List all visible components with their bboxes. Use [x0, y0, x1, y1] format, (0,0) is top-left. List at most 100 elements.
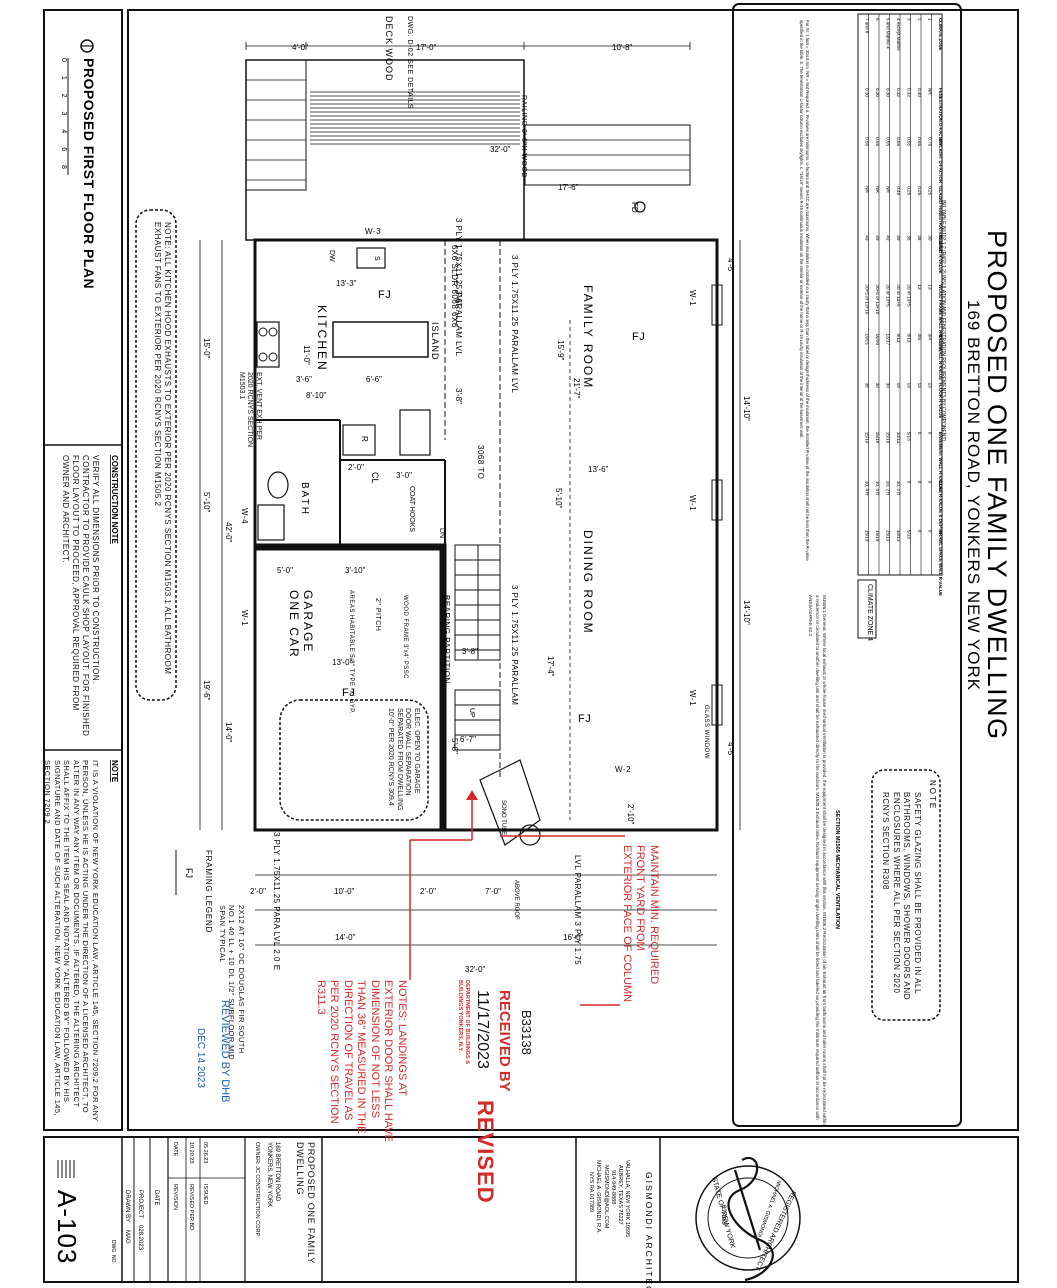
floor-plan [199, 42, 741, 946]
left-note-strip [43, 9, 123, 1131]
architect-line-6: NYS RA 017389 [588, 1172, 594, 1212]
dim-r2: 14'-10" [742, 600, 751, 625]
dim-k1: 13'-3" [336, 279, 357, 288]
energy-table-cell: 0.55 [875, 137, 880, 146]
energy-table-cell: 5 and Marine 4 [885, 18, 890, 49]
dim-g2: 3'-10" [345, 566, 366, 575]
dim-bot-5: 14'-0" [335, 933, 356, 942]
energy-table-cell: 0.25 [906, 186, 911, 195]
energy-table-cell: 0.25 [927, 186, 932, 195]
energy-table-cell: 38 [906, 235, 911, 241]
dim-g5: 17'-4" [546, 656, 555, 677]
vanity [257, 504, 285, 541]
energy-table-header: FLOOR R-VALUE [938, 383, 943, 419]
dwg-number: A-103 [52, 1190, 82, 1264]
revised-stamp: REVISED [473, 1100, 498, 1204]
glass-window-label: GLASS WINDOW [703, 705, 709, 759]
energy-table-cell: 38 [917, 235, 922, 241]
dim-g1: 5'-0" [277, 566, 293, 575]
energy-table-cell: 8/13 [906, 334, 911, 343]
stairs-up-label: UP [468, 708, 475, 718]
elec-garage-note: ELEC. OPEN TO GARAGE DOOR WALL SEPARATIO… [387, 708, 421, 811]
architect-line-3: 914-949-8888 [610, 1170, 616, 1204]
reviewed-by-label: REVIEWED BY DHB [219, 1000, 231, 1103]
sono-tube-label: SONO TUBE [500, 800, 506, 835]
energy-table-cell: 5/13 [906, 432, 911, 441]
energy-table-cell: 3/4 [927, 334, 932, 341]
energy-table-cell: 0.40 [896, 186, 901, 195]
glazing-note-heading: NOTE [928, 780, 937, 810]
dim-bot-6: 16'-0" [563, 933, 584, 942]
energy-table-cell: 49 [875, 235, 880, 241]
energy-table-cell: 4 except Marine [896, 18, 901, 51]
energy-table-cell: 7 and 8 [864, 18, 869, 34]
window-w2: W-2 [615, 765, 631, 774]
dim-k5: 8'-10" [306, 391, 327, 400]
energy-table-cell: 20+5 or 13+10 [875, 284, 880, 314]
energy-table-cell: 0 [906, 481, 911, 484]
energy-table-cell: 10/13 [896, 432, 901, 444]
architect-line-5: MICHAEL A. GISMONDI, R.A. [595, 1160, 601, 1234]
dim-bot-2: 10'-0" [334, 887, 355, 896]
energy-table-cell: 49 [864, 235, 869, 241]
energy-table-cell: 0.55 [864, 137, 869, 146]
revision-2-text: ISSUED [202, 1184, 208, 1205]
pitch-label: 2" PITCH [374, 598, 381, 631]
fj-dining: FJ [578, 713, 591, 725]
energy-table-cell: 13 [917, 284, 922, 290]
deck-stairs [245, 59, 307, 191]
drawing-title: PROPOSED ONE FAMILY DWELLING [982, 230, 1012, 741]
energy-table-cell: 19 [906, 383, 911, 389]
energy-table-cell: 0.32 [896, 88, 901, 97]
energy-table-cell: 0 [927, 530, 932, 533]
drawn-by-label: DRAWN BY [124, 1190, 130, 1222]
energy-table-cell: 15/19 [885, 432, 890, 444]
dim-left-5: 14'-0" [224, 722, 233, 743]
plan-title: PROPOSED FIRST FLOOR PLAN [81, 58, 97, 289]
dim-r3: 4'-5" [726, 258, 735, 274]
energy-panel-border [732, 3, 962, 1127]
seal-number: 017389 [720, 1205, 726, 1226]
energy-table-header: MASS WALL R-VALUE [938, 334, 943, 381]
beam-label-5: LVL PARALLAM 3 PLY 1.75 [573, 855, 582, 965]
title-block [43, 1136, 1019, 1283]
energy-table-cell: 15/20 [875, 334, 880, 346]
energy-table-cell: 15/19 [885, 530, 890, 542]
areas-habitable-label: AREAS HABITABLE 5/8" TYPE 'X' GYP. [348, 590, 354, 714]
dwg-number-label: DWG. NO. [110, 1240, 116, 1264]
architect-line-1: VALHALLA, NEW YORK 10595 [624, 1160, 630, 1237]
closet-label: CL [370, 472, 380, 484]
revision-heading: REVISION [172, 1184, 178, 1210]
energy-table-title: [N1 TABLE N1102.1.2 (R402.1.2) INSULATIO… [940, 200, 946, 442]
energy-table-cell: 15/19 [875, 432, 880, 444]
dim-g4: 3'-8" [462, 647, 478, 656]
energy-table-cell: 0.30 [864, 88, 869, 97]
titleblock-project-name: PROPOSED ONE FAMILY DWELLING [295, 1142, 316, 1264]
kitchen-exhaust-note: NOTE: ALL KITCHEN HOOD EXHAUSTS TO EXTER… [135, 209, 177, 701]
permit-number: B33138 [519, 1010, 534, 1055]
plan-title-group: PROPOSED FIRST FLOOR PLAN 0 1 2 3 4 6 8 [60, 39, 97, 289]
energy-table-cell: 0.75 [927, 137, 932, 146]
energy-table-cell: 0 [917, 432, 922, 435]
dim-left-4: 19'-6" [202, 680, 211, 701]
energy-table-cell: 20 or 13+5 [885, 284, 890, 307]
dim-left-2: 5'-10" [202, 492, 211, 513]
kitchen-label: KITCHEN [315, 305, 329, 372]
family-room-label: FAMILY ROOM [581, 285, 595, 389]
fj-garage: FJ [342, 687, 355, 699]
energy-table-cell: 0 [917, 481, 922, 484]
energy-table-cell: 3 [906, 18, 911, 21]
dim-g6: 6'-7" [460, 735, 476, 744]
fj-kitchen: FJ [378, 289, 391, 301]
deck-label: DECK WOOD [384, 16, 394, 82]
energy-table-cell: 0.55 [896, 137, 901, 146]
energy-table-cell: 6 [875, 18, 880, 21]
project-label: PROJECT [137, 1190, 143, 1218]
architect-cell: GISMONDI ARCHITECTS VALHALLA, NEW YORK 1… [588, 1160, 654, 1288]
room-labels: FAMILY ROOM DINING ROOM KITCHEN 11'-0" I… [287, 16, 639, 718]
signature [727, 1156, 774, 1282]
dim-s2: 2'-10" [626, 804, 635, 825]
energy-table-cell: 10, 2 ft [885, 481, 890, 496]
dim-r1: 14'-10" [742, 396, 751, 421]
drawing-area-border [127, 9, 1019, 1131]
